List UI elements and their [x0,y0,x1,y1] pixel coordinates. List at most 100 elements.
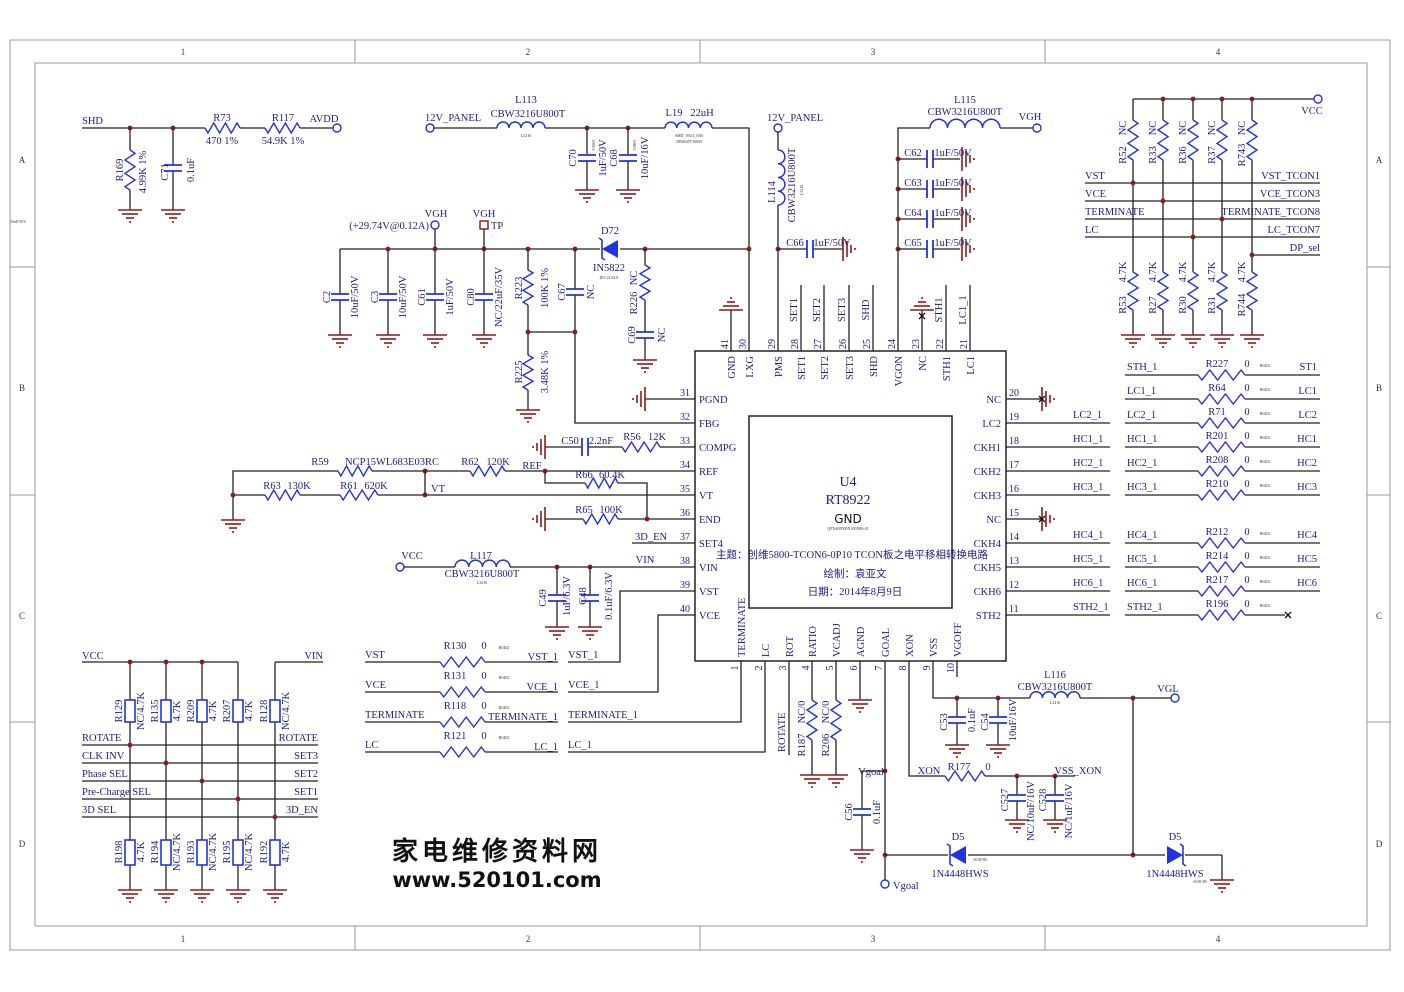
pin-name: VIN [699,563,718,574]
label: R207 [222,700,233,723]
label: C71 [160,163,171,181]
ground-icon [328,334,352,348]
net-label: STH_1 [1127,362,1157,373]
pin-name: REF [699,467,718,478]
ground-icon [961,237,975,261]
resistor-icon [805,699,819,741]
label: 1uF/6.3V [562,576,573,616]
resistor-zigzag [264,488,301,502]
footprint-label: R0402 [1260,363,1271,368]
resistor-zigzag [204,121,241,135]
net-label: LC1 [1298,386,1317,397]
net-label: LC [365,740,378,751]
resistor-box-icon [269,699,281,723]
ground-icon [190,889,214,903]
label: C62 [904,148,922,159]
x-stroke [1284,611,1292,619]
mask [927,240,933,258]
label: C67 [557,283,568,301]
resistor-box-icon [160,839,172,866]
pin-name: CKH1 [974,443,1001,454]
ground-icon [848,699,872,713]
mask [948,717,966,723]
resistor-icon [1126,119,1140,161]
pin-number: 32 [680,412,690,423]
label: R117 [272,113,294,124]
mask [665,120,712,129]
pin-number: 28 [790,339,801,349]
resistor-icon [1245,119,1259,161]
label: 100K [599,505,623,516]
net-label: Phase SEL [82,769,128,780]
label: R33 [1148,146,1159,164]
pin-name: NC [918,356,929,371]
junction-dot [163,659,169,665]
pin-name: FBG [699,419,720,430]
ground-icon [945,744,969,758]
mask [582,438,588,456]
capacitor-icon [581,594,599,602]
net-label: SET1 [789,298,800,322]
pin-number: 27 [813,339,824,349]
label: R64 [1208,383,1226,394]
label: C64 [904,208,922,219]
label: 12K [648,432,667,443]
wire [574,249,675,424]
label: NC [1237,121,1248,136]
net-label: SET1 [294,787,318,798]
ground-icon [961,177,975,201]
resistor-icon [621,440,661,454]
net-label: VCE [1085,189,1106,200]
net-label: 3D_EN [286,805,318,816]
label: Vgoal [893,881,919,892]
pin-number: 35 [680,484,690,495]
footprint-label: R0402 [1260,435,1271,440]
label: L113 [515,95,537,106]
footprint-label: L3216 [521,133,531,138]
resistor-icon [1215,119,1229,161]
resistor-zigzag [1197,488,1246,502]
port-circle-icon [773,123,783,133]
pin-name: LXG [745,356,756,378]
resistor-zigzag [1197,464,1246,478]
label: 4.7K [244,700,255,721]
pin-number: 4 [801,666,812,671]
no-connect-x-icon [1284,611,1292,619]
junction-dot [272,814,278,820]
net-label: Pre-Charge SEL [82,787,151,798]
label: R192 [259,841,270,864]
net-label: HC3_1 [1073,482,1103,493]
resistor-zigzag [1215,271,1229,311]
net-label: ROTATE [777,713,788,752]
resistor-icon [1197,608,1246,622]
label: 0 [1244,575,1249,586]
pin-name: COMPG [699,443,737,454]
label: C56 [844,803,855,821]
label: VSS_XON [1054,766,1102,777]
label: NC/4.7K [281,691,292,730]
resistor-icon [521,269,535,306]
mask [497,120,545,129]
resistor-icon [204,121,241,135]
pin-number: 31 [680,388,690,399]
label: NC/0 [797,701,808,724]
ground-icon [616,189,640,203]
label: R227 [1206,359,1229,370]
ground-icon [154,889,178,903]
resistor-box-icon [232,839,244,866]
resistor-icon [1126,271,1140,311]
watermark-logo: 家电维修资料网 [392,836,602,866]
capacitor-icon [926,240,934,258]
label: C50 [561,436,579,447]
label: R210 [1206,479,1229,490]
diode-bar [946,843,954,867]
label: XON [918,766,941,777]
resistor-icon [1197,416,1246,430]
u4-gnd-label: GND [834,512,862,526]
label: R177 [948,762,971,773]
diode-bar [1179,843,1187,867]
label: 4.99K 1% [138,150,149,193]
net-label: HC6 [1297,578,1317,589]
row-label: A [19,155,26,165]
net-label: VST_1 [528,652,558,663]
